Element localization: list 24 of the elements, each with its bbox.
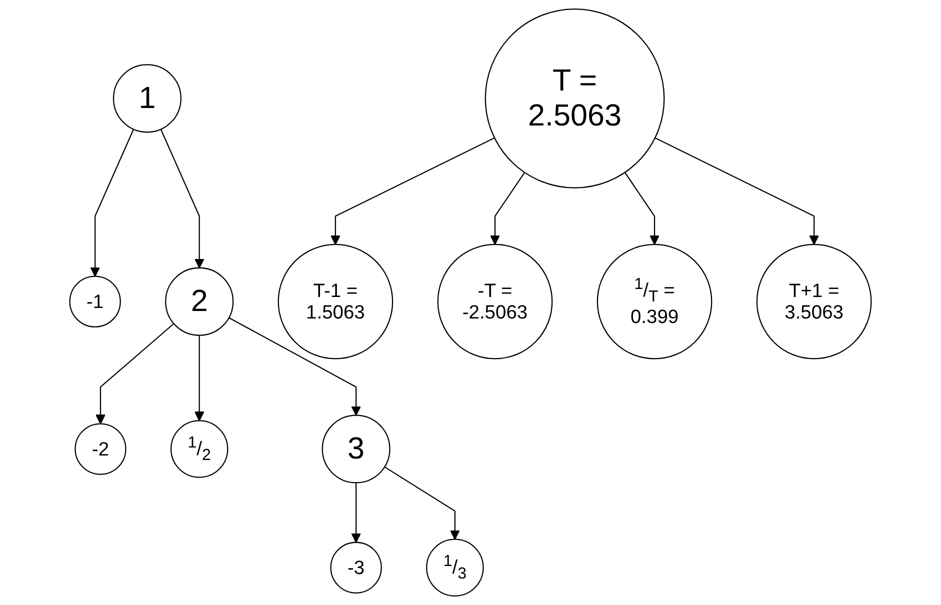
- node-circle: T = 2.5063: [484, 8, 665, 188]
- node-circle: -2: [74, 423, 126, 475]
- node-circle: $^{1}$/$_{T}$ = 0.399: [596, 244, 712, 360]
- node-circle: T-1 = 1.5063: [278, 244, 394, 360]
- arrow: [160, 129, 204, 268]
- arrow: [228, 317, 362, 416]
- arrow: [654, 137, 820, 245]
- arrow: [96, 323, 174, 424]
- arrow: [90, 129, 134, 277]
- node-circle: $^{1}$/$_{3}$: [426, 538, 484, 596]
- arrow: [351, 482, 362, 543]
- node-circle: 1: [112, 64, 182, 133]
- arrow: [194, 335, 204, 422]
- arrow: [490, 172, 526, 245]
- node-circle: -T = -2.5063: [437, 244, 553, 360]
- node-circle: 2: [165, 267, 234, 336]
- arrow: [330, 137, 495, 245]
- node-circle: $^{1}$/$_{2}$: [170, 420, 228, 478]
- node-circle: -1: [69, 276, 121, 328]
- node-circle: 3: [322, 414, 390, 484]
- arrow: [624, 172, 660, 245]
- node-circle: -3: [330, 542, 382, 594]
- arrow: [384, 466, 460, 540]
- node-circle: T+1 = 3.5063: [756, 244, 872, 360]
